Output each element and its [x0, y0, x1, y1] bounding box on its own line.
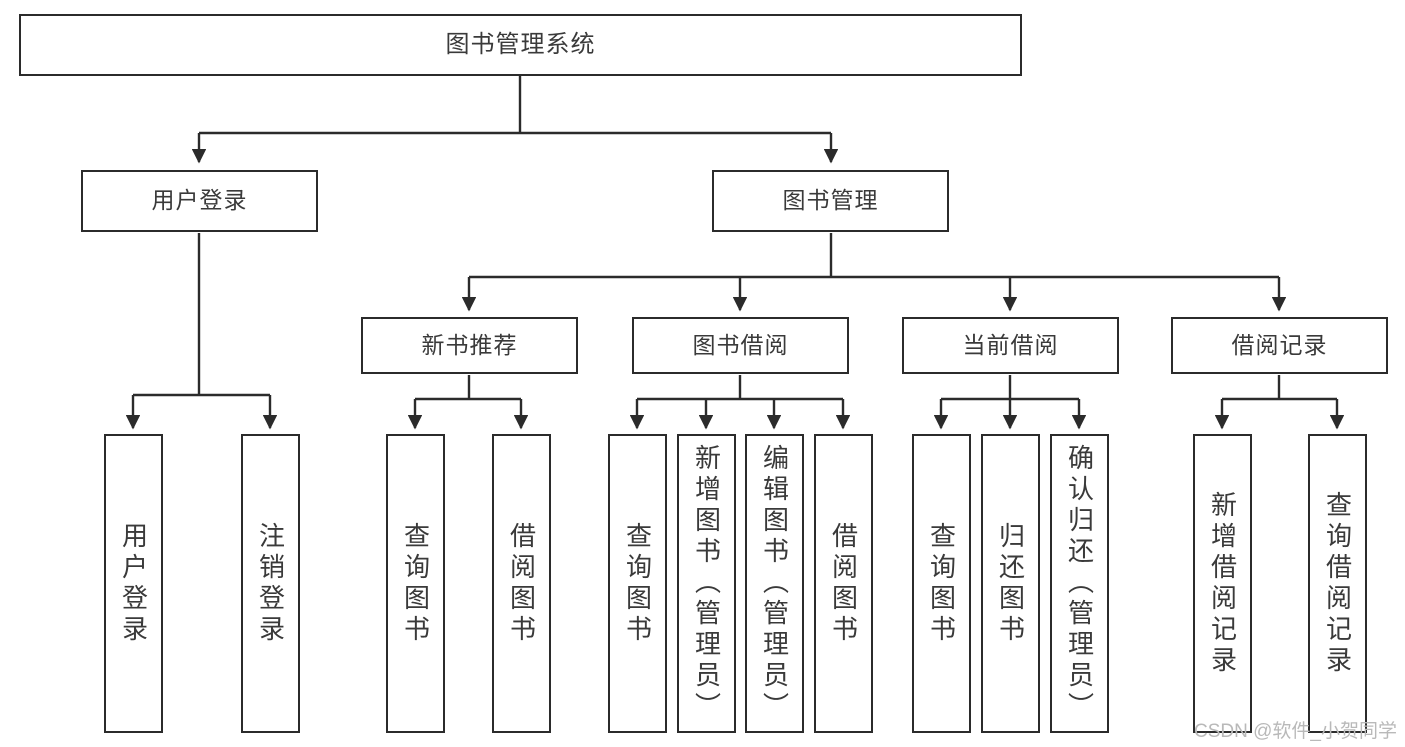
leaf-query-books-recommendation[interactable]: 查询图书 [386, 434, 445, 733]
node-label: 查询图书 [622, 521, 653, 646]
leaf-return-books[interactable]: 归还图书 [981, 434, 1040, 733]
leaf-query-books-borrowing[interactable]: 查询图书 [608, 434, 667, 733]
leaf-confirm-return-admin[interactable]: 确认归还（管理员） [1050, 434, 1109, 733]
node-label: 查询图书 [400, 521, 431, 646]
node-book-management[interactable]: 图书管理 [712, 170, 949, 232]
node-label: 用户登录 [118, 521, 149, 646]
node-label: 新书推荐 [421, 331, 518, 358]
node-label: 当前借阅 [962, 331, 1059, 358]
node-book-borrowing[interactable]: 图书借阅 [632, 317, 849, 374]
node-label: 新增借阅记录 [1207, 490, 1238, 677]
node-label: 用户登录 [151, 187, 248, 214]
node-label: 查询借阅记录 [1322, 490, 1353, 677]
leaf-borrow-books-borrowing[interactable]: 借阅图书 [814, 434, 873, 733]
leaf-query-books-current[interactable]: 查询图书 [912, 434, 971, 733]
node-label: 图书管理 [782, 187, 879, 214]
node-label: 编辑图书（管理员） [759, 444, 790, 723]
node-borrowing-records[interactable]: 借阅记录 [1171, 317, 1388, 374]
node-label: 查询图书 [926, 521, 957, 646]
node-label: 借阅图书 [506, 521, 537, 646]
leaf-add-book-admin[interactable]: 新增图书（管理员） [677, 434, 736, 733]
node-label: 确认归还（管理员） [1064, 444, 1095, 723]
node-user-login[interactable]: 用户登录 [81, 170, 318, 232]
leaf-user-login[interactable]: 用户登录 [104, 434, 163, 733]
node-label: 注销登录 [255, 521, 286, 646]
node-root-book-management-system[interactable]: 图书管理系统 [19, 14, 1022, 76]
node-label: 图书借阅 [692, 331, 789, 358]
node-label: 借阅图书 [828, 521, 859, 646]
leaf-query-borrow-record[interactable]: 查询借阅记录 [1308, 434, 1367, 733]
leaf-edit-book-admin[interactable]: 编辑图书（管理员） [745, 434, 804, 733]
leaf-borrow-books-recommendation[interactable]: 借阅图书 [492, 434, 551, 733]
node-label: 图书管理系统 [445, 30, 596, 58]
leaf-logout[interactable]: 注销登录 [241, 434, 300, 733]
node-label: 新增图书（管理员） [691, 444, 722, 723]
leaf-add-borrow-record[interactable]: 新增借阅记录 [1193, 434, 1252, 733]
node-label: 借阅记录 [1231, 331, 1328, 358]
watermark: CSDN @软件_小贺同学 [1194, 721, 1397, 742]
node-current-borrowing[interactable]: 当前借阅 [902, 317, 1119, 374]
node-label: 归还图书 [995, 521, 1026, 646]
node-new-book-recommendation[interactable]: 新书推荐 [361, 317, 578, 374]
